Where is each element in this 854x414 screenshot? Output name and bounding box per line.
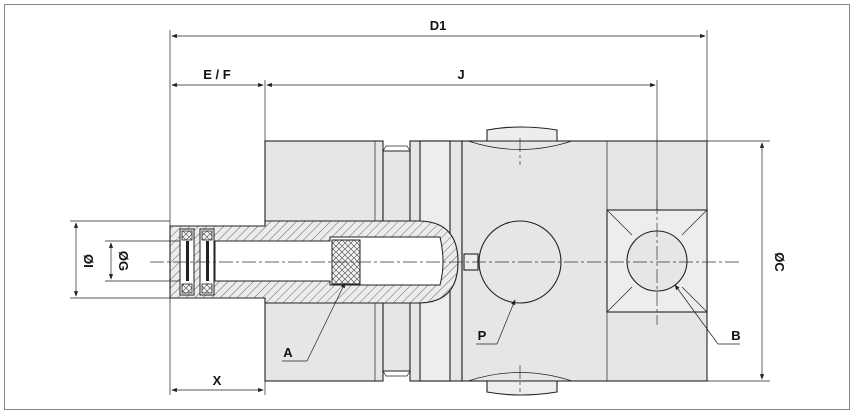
callout-p-label: P	[478, 328, 487, 343]
dim-x-label: X	[213, 373, 222, 388]
dim-oi-label: ØI	[81, 254, 96, 268]
dim-j-label: J	[457, 67, 464, 82]
extension-lines	[70, 30, 770, 395]
dim-ef-label: E / F	[203, 67, 231, 82]
right-housing	[461, 126, 708, 396]
leader-lines	[282, 282, 740, 362]
dimension-lines	[73, 33, 765, 393]
centre-lines	[150, 138, 740, 392]
frame-border	[4, 4, 850, 410]
dim-oc-label: ØC	[772, 252, 787, 272]
dim-d1-label: D1	[430, 18, 447, 33]
callout-a-label: A	[283, 345, 293, 360]
callout-b-label: B	[731, 328, 740, 343]
dim-og-label: ØG	[116, 251, 131, 271]
